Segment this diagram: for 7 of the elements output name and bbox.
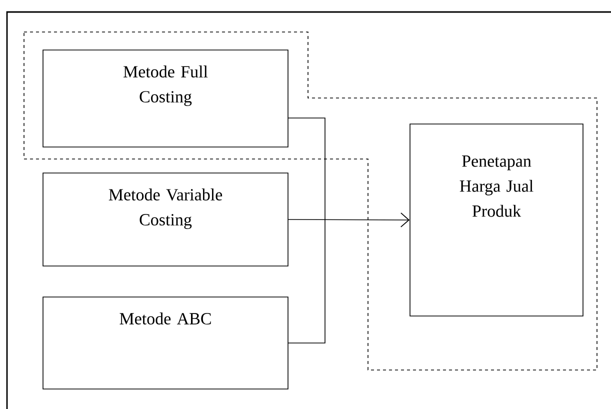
arrow [288, 212, 410, 228]
process-box: Penetapan Harga Jual Produk [410, 124, 584, 316]
process-box: Metode ABC [42, 296, 288, 390]
connector-line [288, 220, 326, 344]
connector-line [288, 118, 326, 220]
process-box: Metode Variable Costing [42, 172, 288, 266]
process-box: Metode Full Costing [42, 50, 288, 148]
